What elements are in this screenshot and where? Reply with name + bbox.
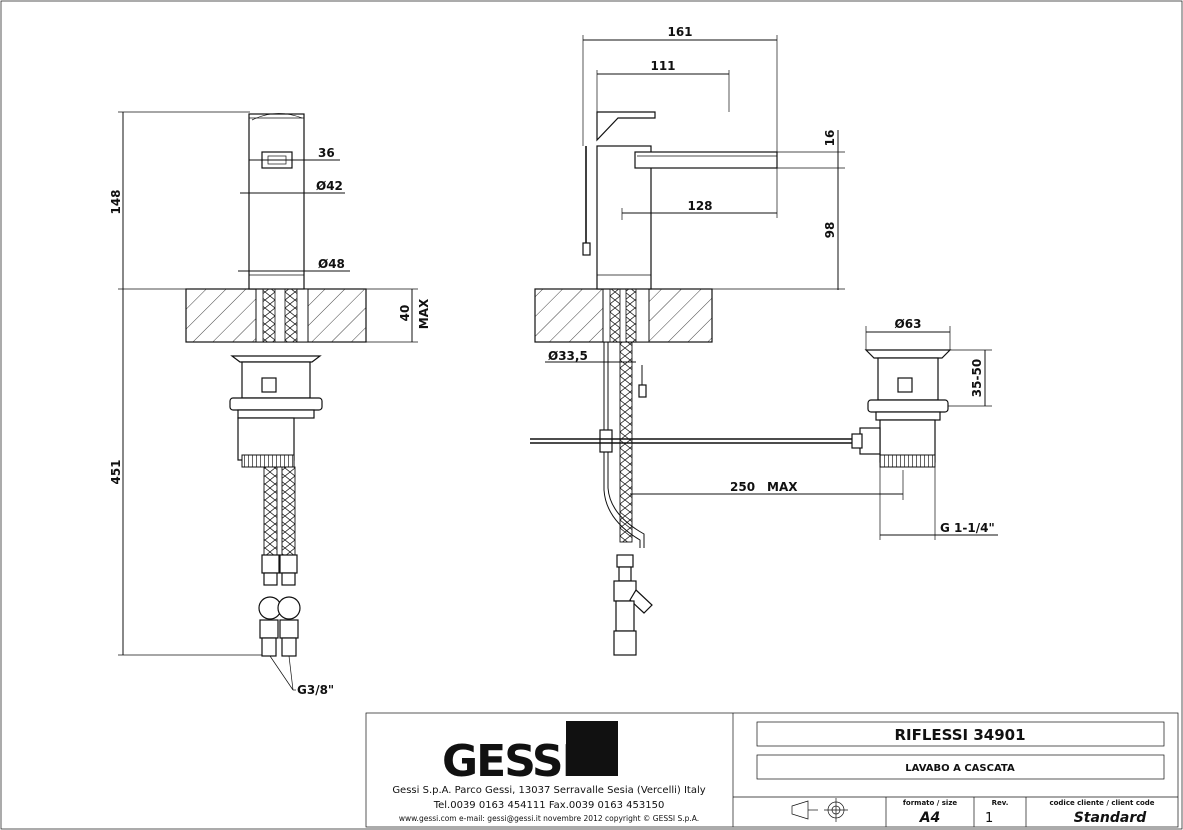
front-hose-right xyxy=(281,466,296,556)
front-tap-body xyxy=(248,113,305,290)
projection-symbol-icon xyxy=(791,798,848,822)
format-label: formato / size xyxy=(903,799,958,807)
product-description: LAVABO A CASCATA xyxy=(905,763,1015,774)
company-phone: Tel.0039 0163 454111 Fax.0039 0163 45315… xyxy=(433,800,665,811)
dim-total-length: 161 xyxy=(667,25,692,39)
side-hose xyxy=(619,341,633,543)
product-name: RIFLESSI 34901 xyxy=(894,726,1025,744)
company-website: www.gessi.com e-mail: gessi@gessi.it nov… xyxy=(399,814,699,823)
side-spout xyxy=(634,151,778,169)
dim-shank-diameter: Ø33,5 xyxy=(548,349,588,363)
dim-rod-length-note: MAX xyxy=(767,480,798,494)
dim-lever-length: 111 xyxy=(650,59,675,73)
dim-height-body: 148 xyxy=(109,189,123,214)
side-tap-body xyxy=(596,145,652,290)
front-hose-left xyxy=(263,466,278,556)
dim-base-diameter: Ø48 xyxy=(318,257,345,271)
client-code-value: Standard xyxy=(1074,810,1148,826)
company-address: Gessi S.p.A. Parco Gessi, 13037 Serraval… xyxy=(392,785,705,796)
dim-spout-thickness: 16 xyxy=(823,130,837,147)
dim-spout-height: 98 xyxy=(823,222,837,239)
dim-waste-diameter: Ø63 xyxy=(895,317,922,331)
title-block: GESSI Gessi S.p.A. Parco Gessi, 13037 Se… xyxy=(365,712,1179,828)
svg-text:GESSI: GESSI xyxy=(442,736,576,787)
side-lever xyxy=(596,111,656,142)
client-code-label: codice cliente / client code xyxy=(1049,799,1154,807)
dim-deck-thickness-note: MAX xyxy=(417,298,431,329)
dim-spout-diameter: Ø42 xyxy=(316,179,343,193)
format-value: A4 xyxy=(919,810,941,826)
dim-connection: G3/8" xyxy=(297,683,334,697)
gessi-logo: GESSI xyxy=(442,721,618,787)
rev-value: 1 xyxy=(985,811,993,826)
dim-lever-width: 36 xyxy=(318,146,335,160)
side-view: 161 111 128 16 98 Ø33,5 250 MAX xyxy=(530,25,904,656)
front-view: 148 451 40 MAX 36 Ø42 Ø48 G3/8" xyxy=(109,111,431,697)
dim-spout-reach: 128 xyxy=(687,199,712,213)
rev-label: Rev. xyxy=(992,799,1009,807)
dim-deck-thickness: 40 xyxy=(398,305,412,322)
waste-detail-view: Ø63 35-50 G 1-1/4" xyxy=(851,317,998,540)
dim-waste-thread: G 1-1/4" xyxy=(940,521,995,535)
dim-rod-length: 250 xyxy=(730,480,755,494)
dim-waste-height: 35-50 xyxy=(970,359,984,397)
dim-below-deck: 451 xyxy=(109,459,123,484)
